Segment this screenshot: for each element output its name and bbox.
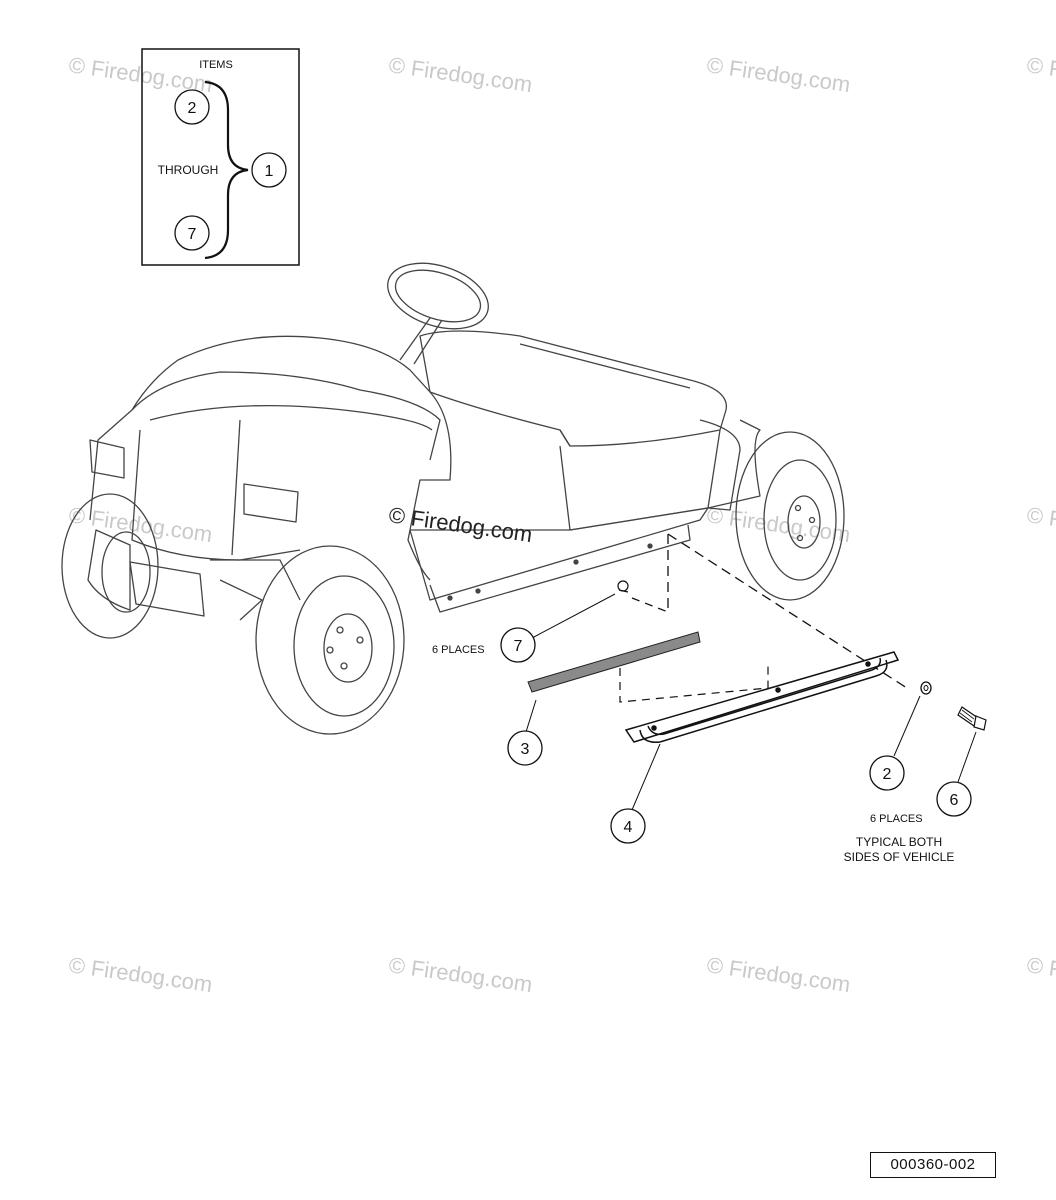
callouts: 7 3 4 2 6 [500, 627, 972, 844]
legend-items-label: ITEMS [199, 59, 233, 71]
watermark: © Firedog.com [705, 52, 852, 97]
callout-3-number: 3 [521, 741, 530, 758]
callout-7-number: 7 [514, 638, 523, 655]
legend-brace [204, 80, 249, 260]
watermark: © Firedog.com [1025, 502, 1056, 547]
callout-2: 2 [869, 755, 905, 791]
watermark: © Firedog.com [67, 952, 214, 997]
six-places-note-left: 6 PLACES [432, 644, 485, 656]
watermark: © Firedog.com [705, 502, 852, 547]
typical-note-line2: SIDES OF VEHICLE [844, 850, 955, 864]
bolt-part [957, 706, 987, 731]
watermark: © Firedog.com [1025, 52, 1056, 97]
watermark: © Firedog.com [1025, 952, 1056, 997]
callout-6: 6 [936, 781, 972, 817]
nerf-bar-part [624, 651, 900, 743]
callout-3: 3 [507, 730, 543, 766]
legend-through-label: THROUGH [158, 163, 219, 177]
clip-part [617, 580, 629, 593]
tread-strip-part [527, 631, 701, 693]
notes: 6 PLACES 6 PLACES TYPICAL BOTH SIDES OF … [432, 644, 954, 864]
legend-box: ITEMS 2 THROUGH 7 1 [141, 48, 300, 266]
exploded-parts [525, 533, 987, 811]
legend-last-item: 7 [188, 226, 197, 243]
callout-4-number: 4 [624, 819, 633, 836]
watermark: © Firedog.com [387, 952, 534, 997]
washer-part [920, 681, 932, 695]
callout-6-number: 6 [950, 792, 959, 809]
legend-first-item: 2 [188, 100, 197, 117]
callout-4: 4 [610, 808, 646, 844]
legend-assembly-item: 1 [265, 163, 274, 180]
six-places-note-right: 6 PLACES [870, 813, 923, 825]
watermark-center: © Firedog.com [387, 502, 534, 547]
part-number-box: 000360-002 [870, 1152, 996, 1178]
typical-note-line1: TYPICAL BOTH [856, 835, 942, 849]
watermark: © Firedog.com [387, 52, 534, 97]
callout-7: 7 [500, 627, 536, 663]
watermark: © Firedog.com [705, 952, 852, 997]
golf-cart-illustration [61, 262, 845, 735]
callout-2-number: 2 [883, 766, 892, 783]
